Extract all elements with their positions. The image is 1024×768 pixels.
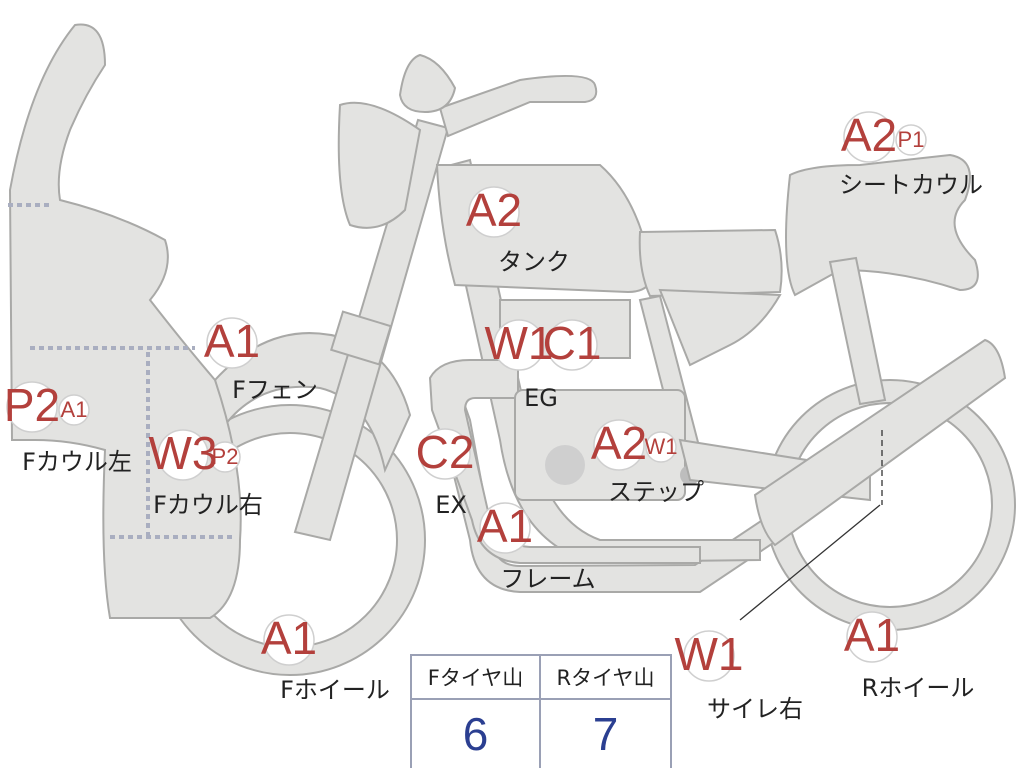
eg-label: EG (524, 384, 558, 412)
eg-grade: W1 (485, 317, 554, 369)
seat-cowl-marker: A2 P1 シートカウル (839, 109, 983, 199)
seat-cowl-grade: A2 (841, 109, 897, 161)
rear-stay-shape (828, 256, 887, 406)
motorcycle-silhouette (8, 23, 1016, 676)
f-cowl-left-label: Fカウル左 (22, 448, 132, 476)
muffler-right-grade: W1 (675, 628, 744, 680)
r-wheel-grade: A1 (844, 609, 900, 661)
seat-cowl-shape (785, 153, 979, 297)
engine-cover-shape (545, 445, 585, 485)
step-grade: A2 (591, 417, 647, 469)
f-cowl-right-subgrade: P2 (212, 444, 239, 469)
f-fender-grade: A1 (204, 315, 260, 367)
handlebar-shape (438, 75, 598, 138)
f-cowl-left-marker: P2 A1 Fカウル左 (4, 379, 132, 476)
rear-tread-value: 7 (592, 708, 619, 760)
front-tread-header: Fタイヤ山 (412, 656, 541, 700)
muffler-right-marker: W1 サイレ右 (675, 628, 804, 723)
rear-shock-shape (658, 288, 782, 367)
eg-grade-second: C1 (543, 317, 602, 369)
f-fender-label: Fフェン (232, 376, 318, 404)
step-subgrade: W1 (645, 434, 678, 459)
seat-cowl-label: シートカウル (839, 171, 983, 199)
step-label: ステップ (608, 478, 704, 506)
f-wheel-marker: A1 Fホイール (261, 612, 390, 704)
f-wheel-grade: A1 (261, 612, 317, 664)
f-cowl-left-subgrade: A1 (61, 397, 88, 422)
frame-marker: A1 フレーム (477, 500, 596, 593)
muffler-shape (753, 338, 1007, 547)
f-cowl-right-grade: W3 (149, 427, 218, 479)
muffler-right-label: サイレ右 (707, 695, 803, 723)
ex-marker: C2 EX (416, 426, 475, 519)
frame-grade: A1 (477, 500, 533, 552)
rear-tread-header: Rタイヤ山 (541, 656, 670, 700)
headlight-shape (398, 53, 457, 114)
ex-label: EX (435, 491, 467, 519)
eg-marker: W1 C1 EG (485, 317, 602, 412)
fork-clamp-shape (329, 310, 393, 366)
tire-tread-table: Fタイヤ山 Rタイヤ山 6 7 (410, 654, 672, 768)
f-cowl-left-grade: P2 (4, 379, 60, 431)
f-cowl-right-label: Fカウル右 (153, 491, 263, 519)
muffler-leader-line (739, 504, 881, 621)
f-cowl-right-marker: W3 P2 Fカウル右 (149, 427, 263, 519)
f-wheel-label: Fホイール (280, 676, 390, 704)
seat-cowl-subgrade: P1 (898, 127, 925, 152)
r-wheel-label: Rホイール (862, 674, 975, 702)
tank-grade: A2 (466, 184, 522, 236)
frame-label: フレーム (500, 565, 595, 593)
seat-shape (638, 228, 783, 298)
step-marker: A2 W1 ステップ (591, 417, 704, 506)
tank-label: タンク (498, 248, 570, 276)
ex-grade: C2 (416, 426, 475, 478)
front-tread-value: 6 (412, 700, 541, 768)
tank-marker: A2 タンク (466, 184, 570, 276)
front-guard-shape (337, 101, 422, 229)
f-fender-marker: A1 Fフェン (204, 315, 318, 404)
r-wheel-marker: A1 Rホイール (844, 609, 974, 702)
